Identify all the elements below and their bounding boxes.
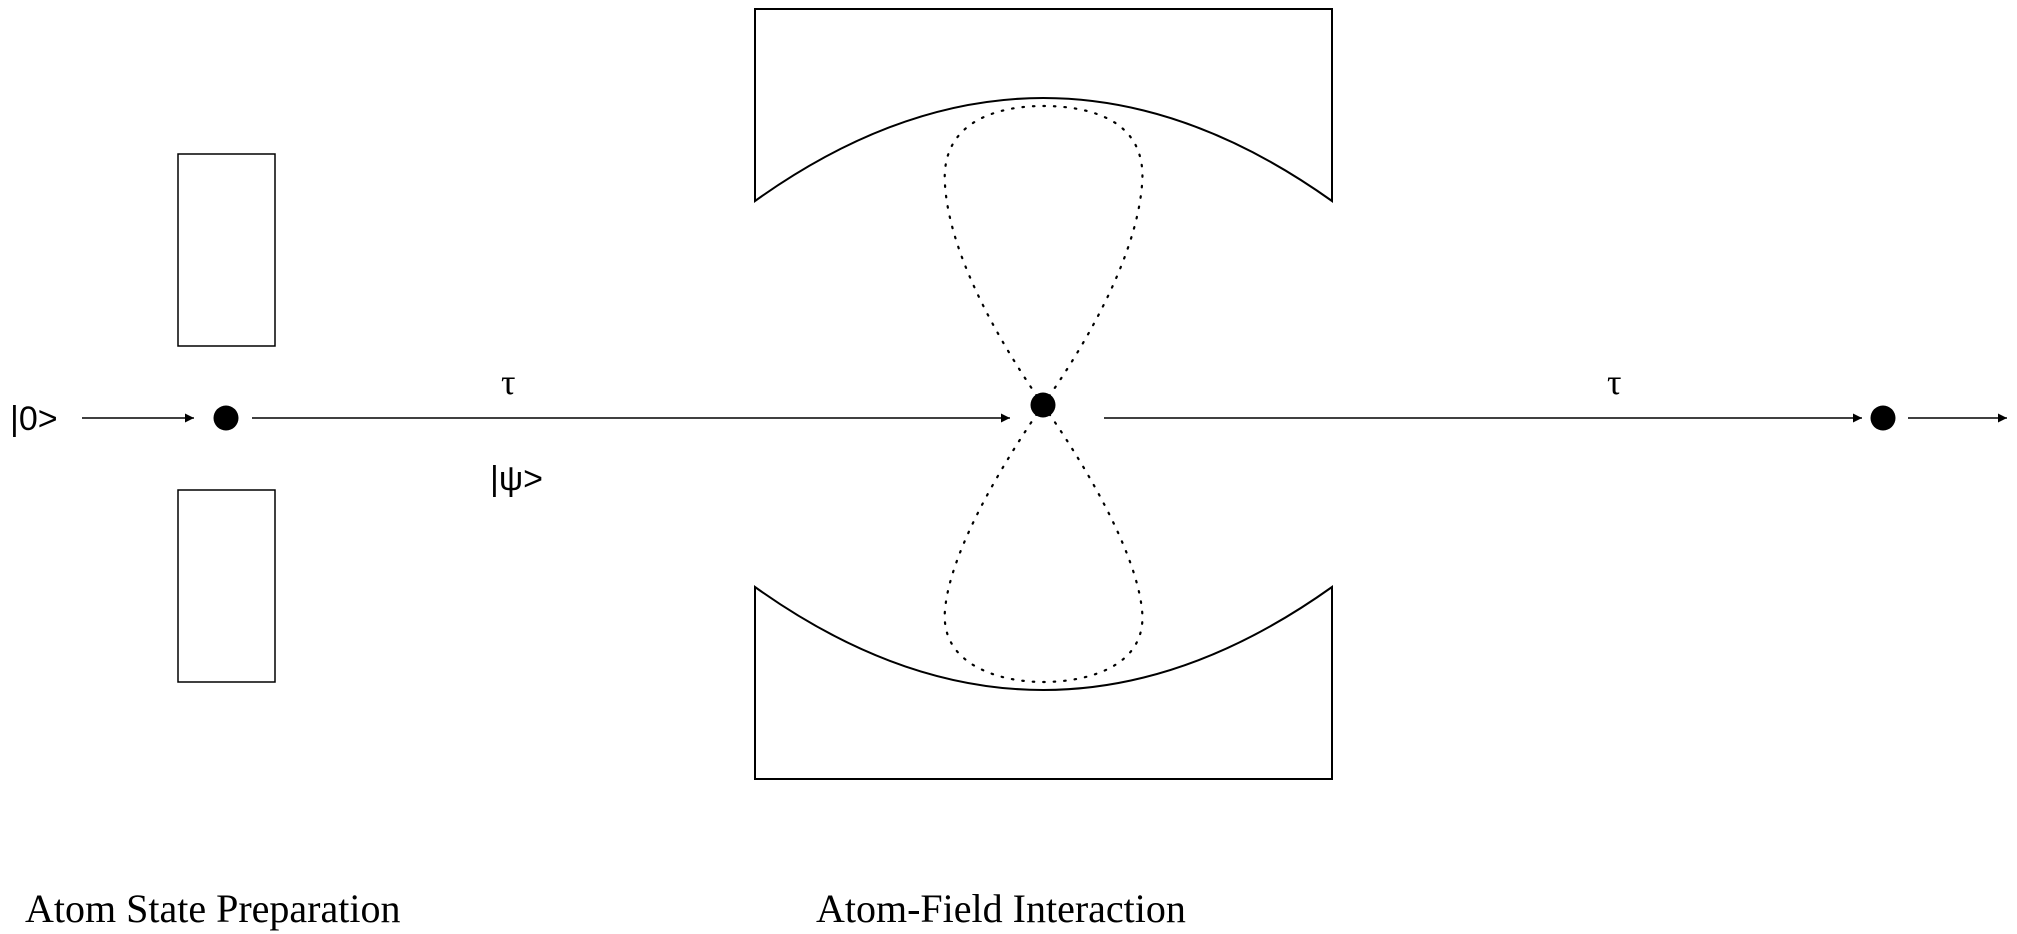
prepared-state-label: |ψ> [490, 460, 543, 498]
cavity-mirror-lower [754, 585, 1333, 780]
cavity-mode-upper-lobe [943, 104, 1144, 407]
initial-state-label: |0> [10, 400, 58, 438]
atom-exiting [1870, 405, 1896, 431]
cavity-mirror-upper [754, 8, 1333, 203]
stage-label-preparation: Atom State Preparation [25, 886, 401, 931]
cavity-mode-lower-lobe [943, 403, 1144, 684]
tau-label-first: τ [501, 362, 516, 402]
preparation-aperture-upper [177, 153, 276, 347]
tau-label-second: τ [1607, 362, 1622, 402]
atom-prepared [213, 405, 239, 431]
stage-label-interaction: Atom-Field Interaction [816, 886, 1186, 931]
atom-in-cavity [1030, 392, 1056, 418]
preparation-aperture-lower [177, 489, 276, 683]
